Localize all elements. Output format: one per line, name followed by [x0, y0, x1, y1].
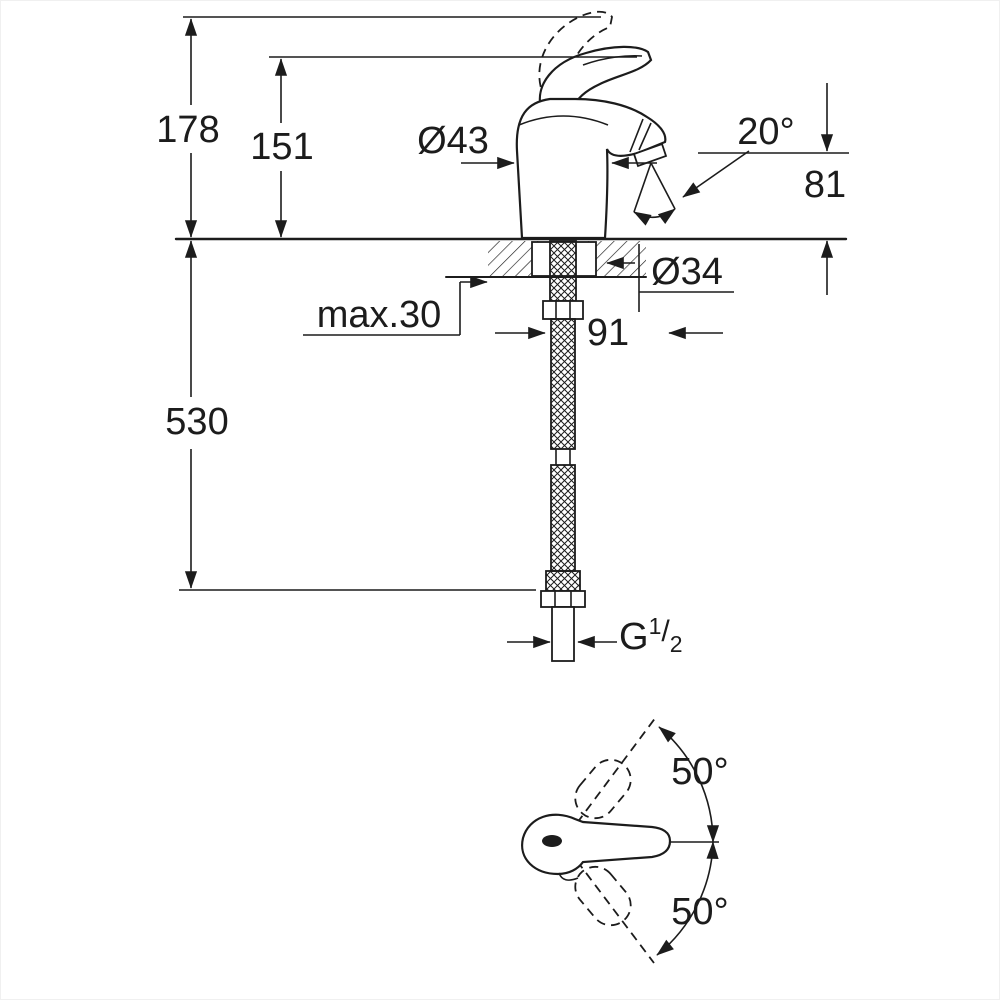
aerator-outlet: [632, 142, 668, 168]
dim-hose-length-label: 530: [165, 401, 228, 443]
handle-upper-position-dashed: [574, 758, 632, 820]
dim-max-deck-thickness-label: max.30: [317, 294, 442, 336]
hose-end-sleeve: [545, 570, 581, 592]
handle-tab-detail: [558, 872, 579, 881]
connection-tube: [551, 606, 575, 662]
dim-handle-angle-lower-label: 50°: [671, 891, 728, 933]
swing-upper-dashed-line: [576, 716, 657, 824]
dim-body-diameter: Ø43: [417, 120, 657, 170]
threaded-shank: [549, 240, 577, 302]
shank-nut-facets: [555, 301, 571, 319]
dim-total-height: 178: [156, 18, 220, 238]
swing-lower-dashed-line: [576, 860, 655, 964]
faucet-handle: [538, 45, 653, 110]
dim-thread: G1/2: [507, 613, 683, 658]
dim-spout-angle: 20°: [633, 111, 795, 226]
handle-side-view: [521, 813, 672, 876]
dim-thread-label: G1/2: [619, 613, 683, 658]
flexible-hose-upper: [550, 318, 576, 450]
handle-pivot-dot: [542, 835, 562, 847]
swing-lower-arc: [656, 841, 719, 956]
dim-hole-diameter: Ø34: [606, 244, 734, 312]
handle-lower-position-dashed: [574, 865, 632, 927]
dim-handle-height-label: 151: [250, 126, 313, 168]
handle-swing-detail: 50° 50°: [521, 716, 729, 964]
spout-detail-lines: [629, 118, 652, 153]
hose-break-lines: [555, 449, 571, 465]
hose-nut-facets: [554, 591, 572, 607]
swing-upper-arc: [658, 726, 720, 843]
cartridge-cap-line: [518, 115, 609, 126]
dim-projection-label: 91: [587, 312, 629, 354]
dim-outlet-height: 81: [804, 83, 846, 295]
dim-hose-length: 530: [165, 240, 229, 589]
faucet-body: [515, 97, 667, 240]
dim-handle-angle-upper-label: 50°: [671, 751, 728, 793]
dim-body-diameter-label: Ø43: [417, 120, 489, 162]
faucet-drawing: [515, 10, 668, 662]
dim-handle-height: 151: [250, 58, 314, 238]
dim-total-height-label: 178: [156, 109, 219, 151]
dim-max-deck-thickness: max.30: [303, 275, 488, 336]
dim-outlet-height-label: 81: [804, 164, 846, 206]
flexible-hose-lower: [550, 464, 576, 572]
hose-end-nut: [540, 590, 586, 608]
shank-nut: [542, 300, 584, 320]
handle-raised-dashed-outline: [538, 10, 613, 103]
dim-spout-angle-label: 20°: [737, 111, 794, 153]
dim-projection: 91: [495, 312, 723, 354]
dim-hole-diameter-label: Ø34: [651, 251, 723, 293]
